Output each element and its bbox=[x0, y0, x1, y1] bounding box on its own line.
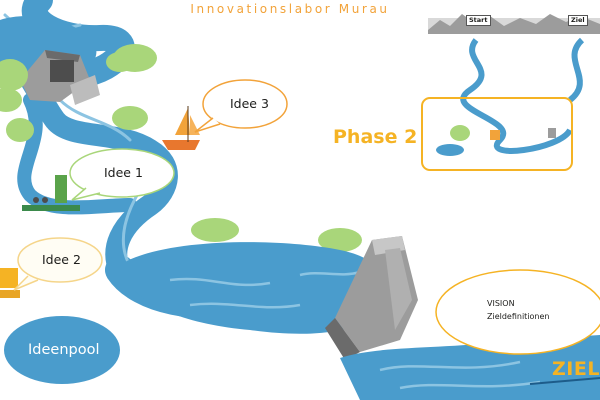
vision-text: VISION Zieldefinitionen bbox=[487, 297, 550, 323]
bubble-idee2 bbox=[13, 237, 103, 291]
bubble-idee1 bbox=[69, 148, 175, 201]
bubble-vision bbox=[435, 269, 600, 355]
upper-dam bbox=[20, 50, 100, 105]
idea-pool-label: Ideenpool bbox=[28, 342, 100, 358]
boat-idee2 bbox=[0, 268, 20, 298]
minimap bbox=[421, 14, 600, 171]
phase-label: Phase 2 bbox=[333, 126, 418, 148]
minimap-start-label: Start bbox=[466, 15, 491, 26]
lake-ripples bbox=[169, 270, 361, 309]
vision-line1: VISION bbox=[487, 299, 515, 308]
bubble-idee3 bbox=[194, 79, 288, 133]
main-dam bbox=[325, 236, 418, 360]
vision-line2: Zieldefinitionen bbox=[487, 312, 550, 321]
minimap-ziel-label: Ziel bbox=[568, 15, 588, 26]
page-title: Innovationslabor Murau bbox=[190, 2, 390, 16]
bubble-idee3-label: Idee 3 bbox=[230, 96, 269, 111]
raft-idee1 bbox=[22, 175, 80, 211]
bubble-idee2-label: Idee 2 bbox=[42, 252, 81, 267]
idea-pool bbox=[4, 316, 120, 384]
sailboat-idee3 bbox=[162, 106, 200, 150]
goal-label: ZIEL bbox=[552, 358, 600, 380]
goal-underline bbox=[529, 377, 600, 385]
bubble-idee1-label: Idee 1 bbox=[104, 165, 143, 180]
main-lake bbox=[124, 242, 386, 334]
trees bbox=[0, 44, 470, 252]
